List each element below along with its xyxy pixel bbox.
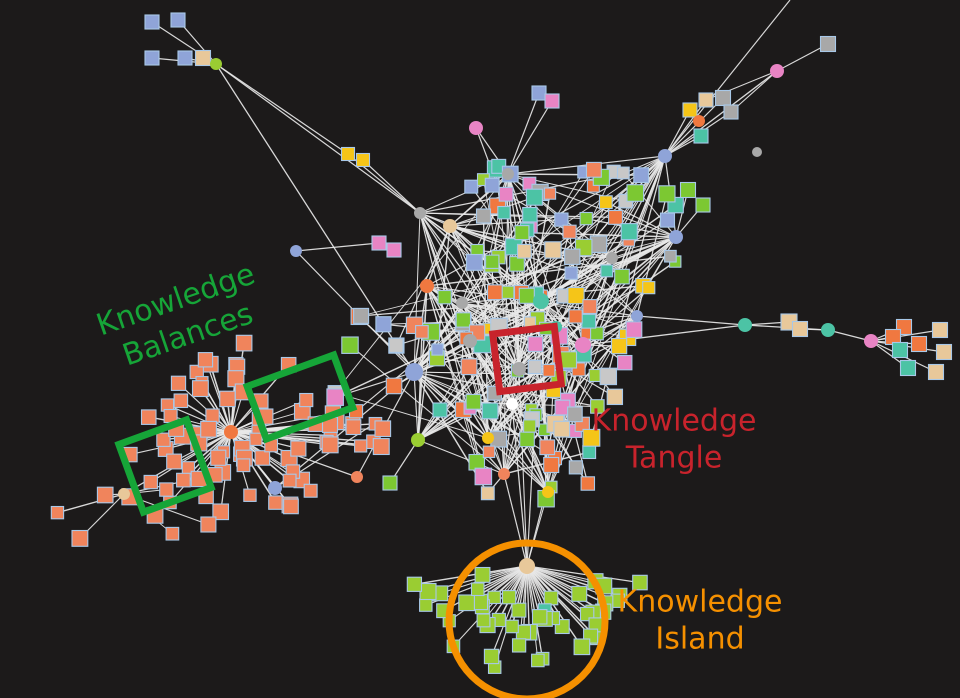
balances-box-right (242, 350, 358, 444)
balances-box-left (114, 415, 216, 517)
nodes-layer (50, 12, 953, 674)
tangle-box (488, 322, 566, 396)
island-circle (445, 539, 609, 698)
annotation-shapes-layer (114, 322, 609, 698)
